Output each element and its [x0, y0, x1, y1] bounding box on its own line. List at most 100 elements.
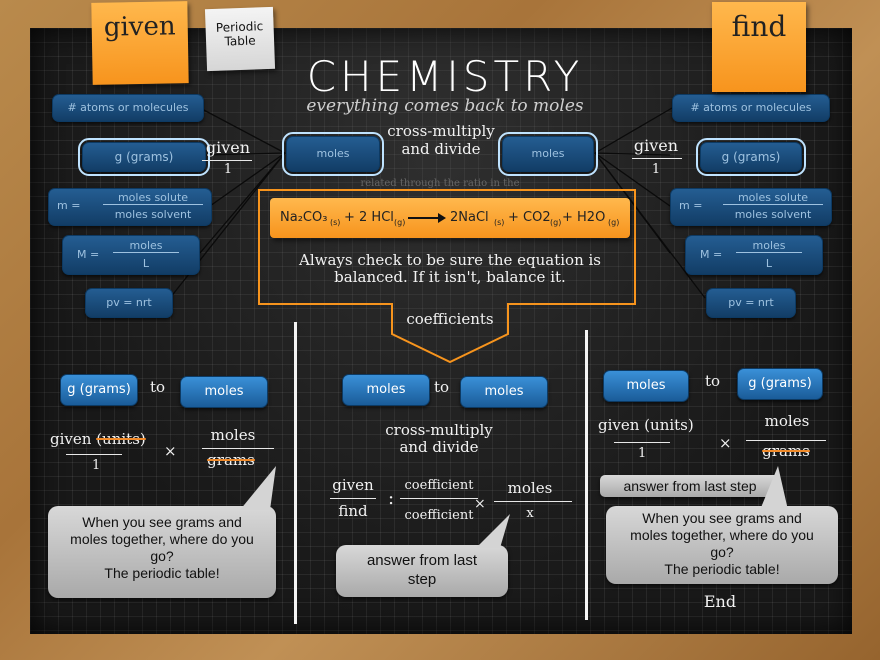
step1-grams-crossed: grams	[207, 451, 255, 469]
equation-box: Na₂CO₃ (s) + 2 HCl (g) 2NaCl (s) + CO2 (…	[270, 198, 630, 238]
right-molality-num: moles solute	[723, 191, 823, 205]
left-molality-box[interactable]: m = moles solute moles solvent	[48, 188, 212, 226]
step1-times: ×	[164, 442, 177, 460]
step2-x: x	[526, 506, 534, 521]
step3-bubble-line1: When you see grams and	[642, 510, 802, 526]
right-molarity-box[interactable]: M = moles L	[685, 235, 823, 275]
step1-bubble-line3: go?	[150, 548, 174, 564]
step1-one: 1	[92, 458, 101, 473]
right-grams-box[interactable]: g (grams)	[696, 138, 806, 176]
left-gas-box[interactable]: pv = nrt	[85, 288, 173, 318]
coefficients-label: coefficients	[406, 310, 494, 328]
right-molarity-label: M =	[700, 248, 723, 261]
step2-cross-line2: and divide	[399, 438, 479, 456]
step3-bubble-line4: The periodic table!	[664, 561, 780, 577]
divider-right	[585, 330, 588, 620]
step1-given: given	[50, 430, 92, 448]
eq-co2: + CO2	[508, 210, 551, 225]
step2-times: ×	[474, 496, 486, 512]
top-cross-multiply-line1: cross-multiply	[387, 122, 495, 140]
balance-note-line1: Always check to be sure the equation is	[299, 251, 601, 269]
step3-to-word: to	[705, 372, 721, 390]
step1-to-box[interactable]: moles	[180, 376, 268, 408]
left-molarity-num: moles	[113, 239, 179, 253]
step2-coef-num: coefficient	[404, 478, 474, 493]
step1-bubble-line4: The periodic table!	[104, 565, 220, 581]
step1-bubble-tail	[240, 466, 276, 510]
left-molarity-den: L	[142, 257, 150, 270]
coefficients-arrow	[258, 189, 636, 364]
eq-hcl: + 2 HCl	[344, 210, 394, 225]
step2-coef-den: coefficient	[404, 508, 474, 523]
step3-bubble-line3: go?	[710, 544, 734, 560]
right-molality-box[interactable]: m = moles solute moles solvent	[670, 188, 832, 226]
end-label: End	[703, 592, 737, 611]
find-note-text: find	[731, 10, 787, 43]
top-moles-right-box[interactable]: moles	[498, 132, 598, 176]
periodic-table-text: Periodic Table	[215, 19, 264, 49]
step2-cross-multiply: cross-multiply and divide	[364, 422, 514, 456]
divider-left	[294, 322, 297, 624]
step2-coef-bar	[400, 498, 478, 499]
top-given-fraction-bar	[202, 160, 252, 161]
right-molarity-num: moles	[736, 239, 802, 253]
right-gas-box[interactable]: pv = nrt	[706, 288, 796, 318]
related-text: related through the ratio in the	[360, 178, 520, 189]
top-moles-left-box[interactable]: moles	[282, 132, 384, 176]
top-right-given-one: 1	[651, 162, 661, 177]
balance-note: Always check to be sure the equation is …	[270, 252, 630, 286]
step2-to-box[interactable]: moles	[460, 376, 548, 408]
step3-from-box[interactable]: moles	[603, 370, 689, 402]
eq-state-g1: (g)	[394, 218, 406, 227]
left-molality-label: m =	[57, 199, 81, 212]
step3-to-box[interactable]: g (grams)	[737, 368, 823, 400]
left-molality-num: moles solute	[103, 191, 203, 205]
step2-bubble-tail	[476, 514, 510, 548]
top-cross-multiply-line2: and divide	[401, 140, 481, 158]
right-atoms-box[interactable]: # atoms or molecules	[672, 94, 830, 122]
left-grams-box[interactable]: g (grams)	[78, 138, 210, 176]
step3-answer-label: answer from last step	[600, 475, 780, 497]
given-note-text: given	[103, 11, 176, 43]
top-given-one: 1	[223, 162, 233, 177]
reaction-arrow-icon	[408, 213, 446, 223]
step1-units-crossed: (units)	[96, 430, 146, 448]
step3-given-bar	[614, 442, 670, 443]
right-molality-den: moles solvent	[734, 208, 812, 221]
step2-to-word: to	[434, 378, 450, 396]
step1-given-label: given (units)	[50, 430, 146, 448]
step3-bubble-tail	[760, 466, 788, 510]
periodic-table-note: Periodic Table	[204, 6, 276, 72]
step2-find: find	[338, 502, 368, 520]
step3-bubble: When you see grams and moles together, w…	[606, 506, 838, 584]
eq-state-g3: (g)	[608, 218, 620, 227]
step1-bubble: When you see grams and moles together, w…	[48, 506, 276, 598]
step2-from-box[interactable]: moles	[342, 374, 430, 406]
top-right-given-fraction-bar	[632, 158, 682, 159]
step3-grams-crossed: grams	[762, 442, 810, 460]
step1-given-bar	[66, 454, 122, 455]
step1-from-box[interactable]: g (grams)	[60, 374, 138, 406]
eq-nacl: 2NaCl	[450, 210, 489, 225]
left-atoms-box[interactable]: # atoms or molecules	[52, 94, 204, 122]
balance-note-line2: balanced. If it isn't, balance it.	[334, 268, 566, 286]
top-right-given-label: given	[633, 136, 679, 155]
step3-times: ×	[719, 434, 732, 452]
find-sticky-note: find	[712, 2, 806, 92]
step2-bubble-line1: answer from last	[366, 552, 478, 569]
left-molality-den: moles solvent	[114, 208, 192, 221]
step2-bubble-line2: step	[407, 571, 437, 588]
step3-moles: moles	[764, 412, 810, 430]
step3-one: 1	[638, 446, 647, 461]
top-given-label: given	[205, 138, 251, 157]
step2-bubble: answer from last step	[336, 545, 508, 597]
left-molarity-box[interactable]: M = moles L	[62, 235, 200, 275]
step2-cross-line1: cross-multiply	[385, 421, 493, 439]
top-cross-multiply: cross-multiply and divide	[376, 122, 506, 158]
step1-to-word: to	[150, 378, 166, 396]
step1-moles-bar	[202, 448, 274, 449]
eq-h2o: + H2O	[562, 210, 606, 225]
given-sticky-note: given	[91, 1, 189, 85]
right-molality-label: m =	[679, 199, 703, 212]
